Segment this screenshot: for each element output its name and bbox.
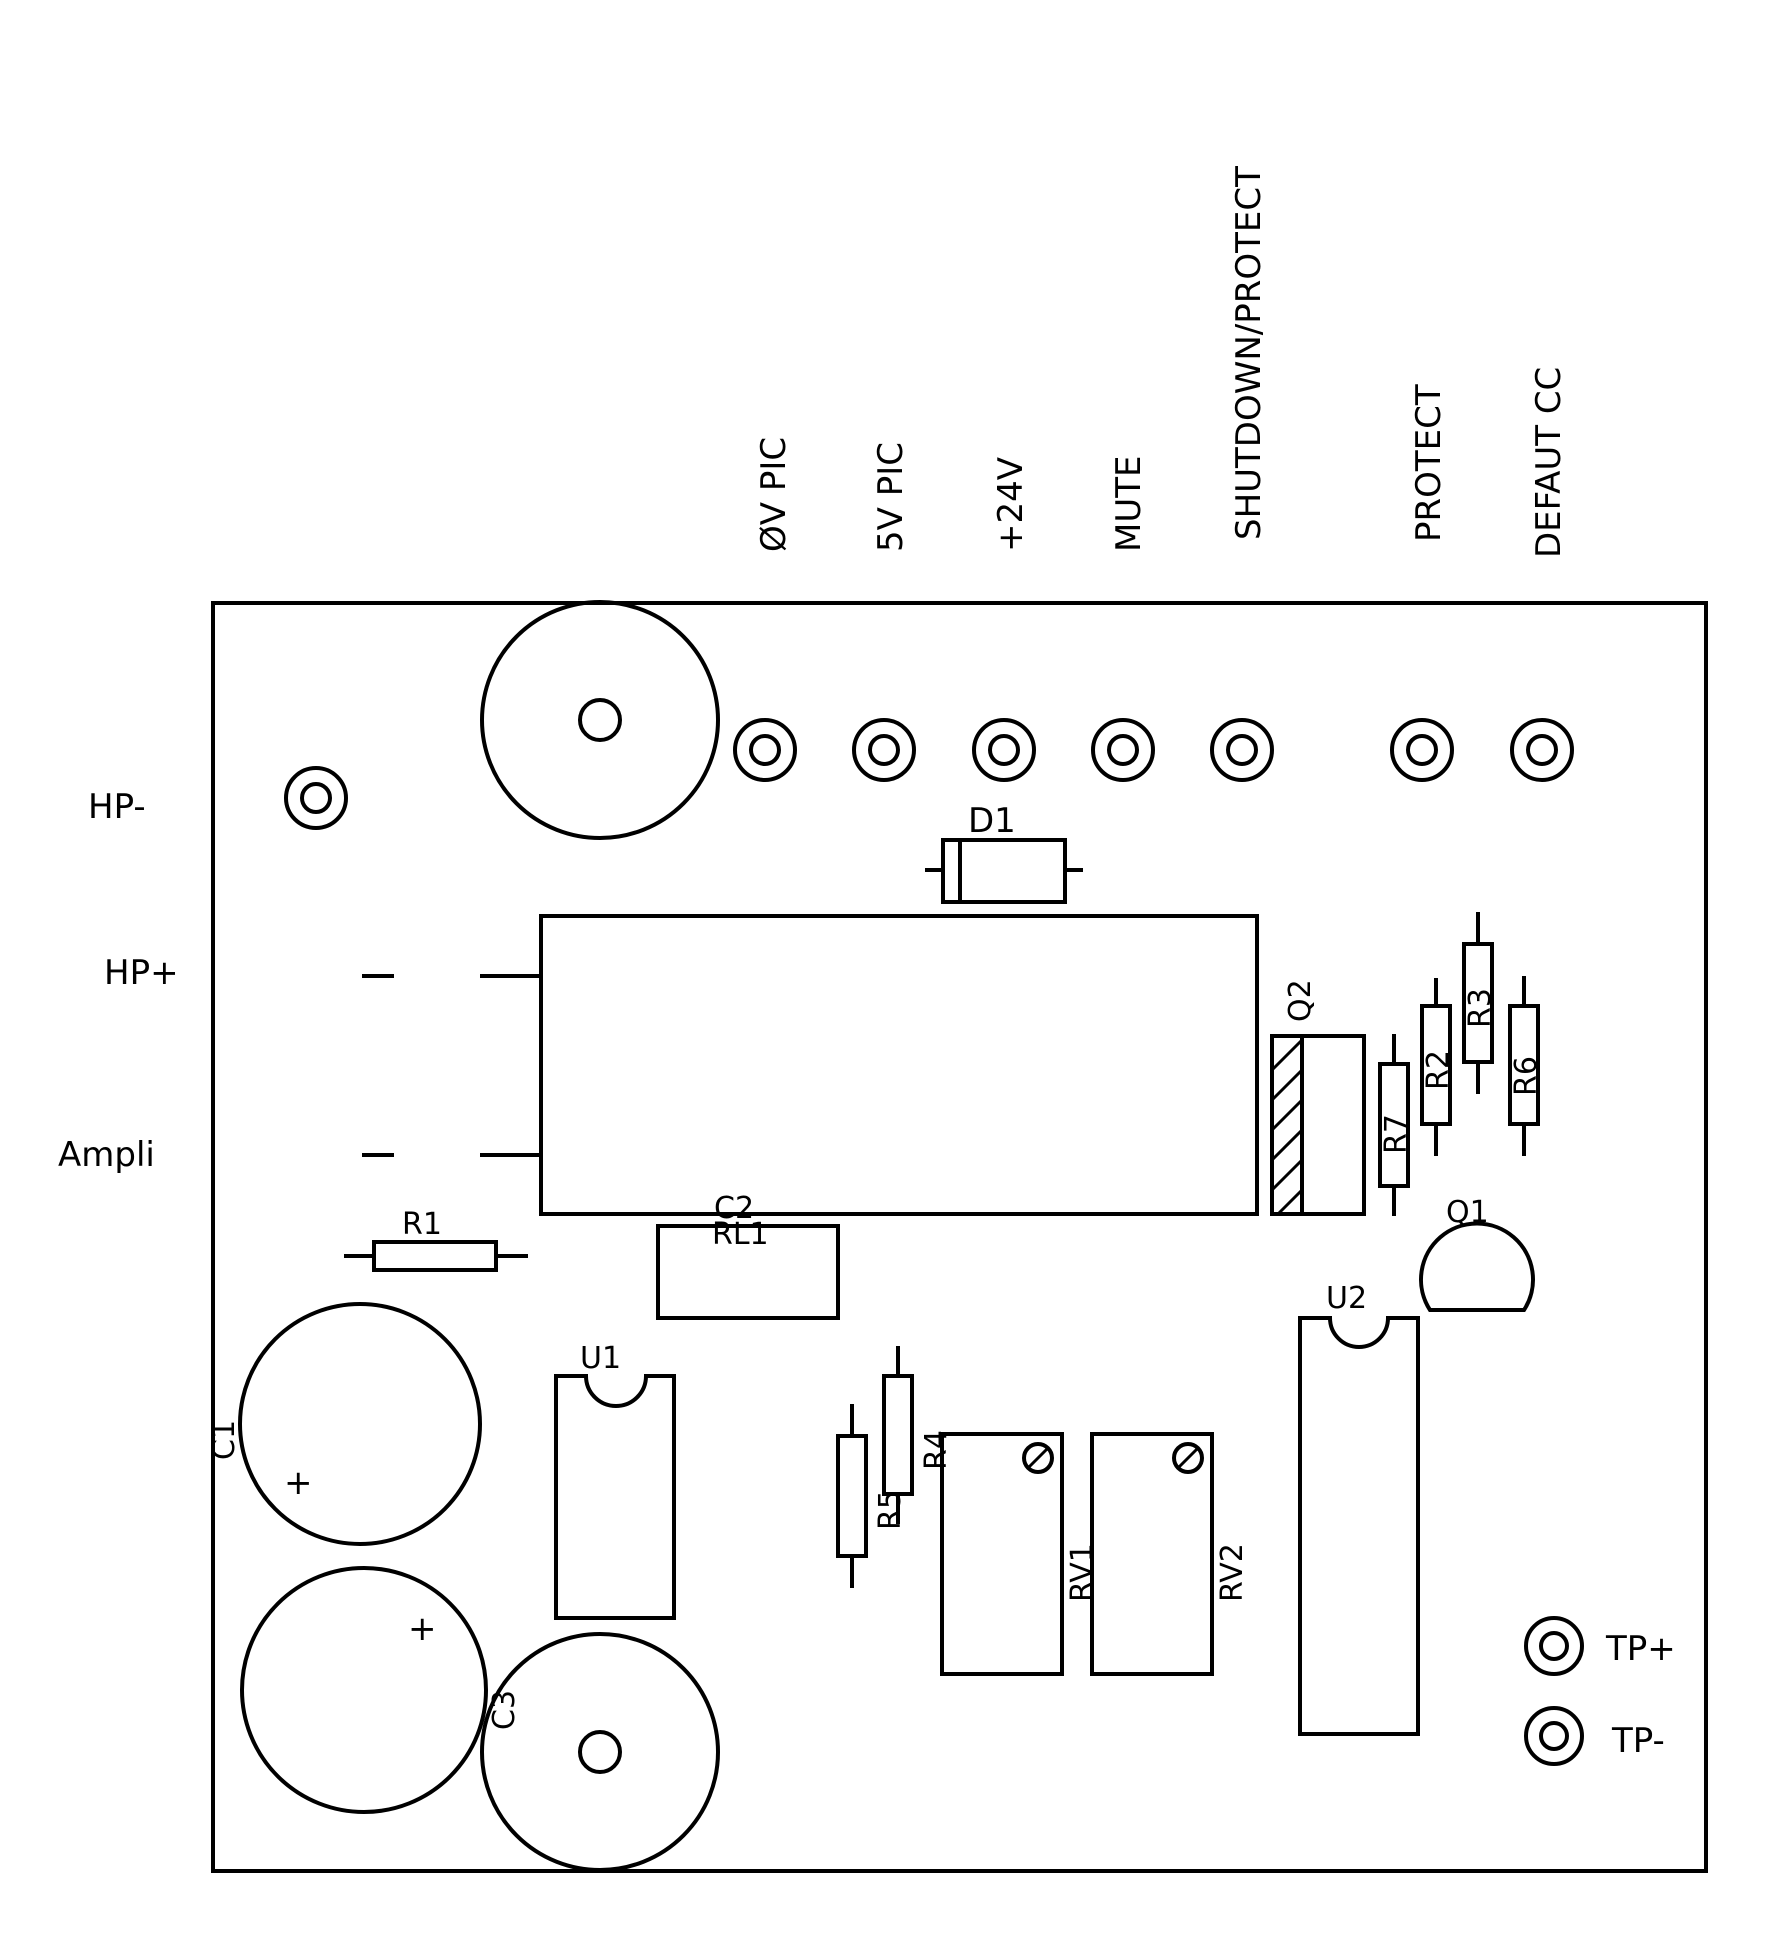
- designator-r4: R4: [919, 1430, 954, 1470]
- capacitor-c2: [656, 1224, 840, 1320]
- label-ampli: Ampli: [58, 1135, 155, 1175]
- label-mute: MUTE: [1109, 456, 1149, 552]
- label-protect: PROTECT: [1409, 384, 1449, 542]
- diode-d1: [925, 838, 1083, 904]
- mounting-hole-bottom: [480, 1632, 720, 1872]
- designator-r3: R3: [1463, 988, 1498, 1028]
- ic-u2: [1298, 1316, 1420, 1736]
- pad-hp-minus: [284, 766, 348, 830]
- label-tp-plus: TP+: [1605, 1629, 1676, 1669]
- pad-24v: [972, 718, 1036, 782]
- label-24v: +24V: [991, 457, 1031, 552]
- designator-u2: U2: [1326, 1281, 1367, 1316]
- trimmer-rv1: [940, 1432, 1064, 1676]
- pad-defaut-cc: [1510, 718, 1574, 782]
- pad-tp-minus: [1524, 1706, 1584, 1766]
- designator-d1: D1: [968, 801, 1016, 841]
- transistor-q2: [1270, 1034, 1366, 1216]
- label-defaut-cc: DEFAUT CC: [1529, 367, 1569, 558]
- pad-0v-pic: [733, 718, 797, 782]
- relay-rl1: [362, 914, 1259, 1216]
- connector-pads: [733, 718, 1574, 782]
- label-5v-pic: 5V PIC: [871, 442, 911, 552]
- transistor-q1: [1419, 1221, 1535, 1312]
- designator-c2: C2: [714, 1191, 754, 1226]
- pad-mute: [1091, 718, 1155, 782]
- mounting-hole-top: [480, 600, 720, 840]
- designator-rv2: RV2: [1215, 1543, 1250, 1602]
- polarity-c1: +: [284, 1463, 313, 1503]
- pad-tp-plus: [1524, 1616, 1584, 1676]
- board-outline: [211, 601, 1708, 1873]
- resistor-r5: [836, 1404, 868, 1588]
- polarity-c3: +: [408, 1609, 437, 1649]
- designator-r1: R1: [402, 1207, 442, 1242]
- resistor-r2: [1420, 978, 1452, 1156]
- resistor-r6: [1508, 976, 1540, 1156]
- designator-r5: R5: [873, 1490, 908, 1530]
- trimmer-rv2: [1090, 1432, 1214, 1676]
- capacitor-c1: [238, 1302, 482, 1546]
- resistor-r1: [344, 1240, 528, 1272]
- pad-5v-pic: [852, 718, 916, 782]
- designator-u1: U1: [580, 1341, 621, 1376]
- designator-rl1: RL1: [712, 1217, 769, 1252]
- designator-q2: Q2: [1283, 979, 1318, 1022]
- designator-r7: R7: [1379, 1114, 1414, 1154]
- pad-protect: [1390, 718, 1454, 782]
- pad-shutdown-protect: [1210, 718, 1274, 782]
- resistor-r7: [1378, 1034, 1410, 1216]
- label-0v-pic: ØV PIC: [754, 437, 794, 552]
- designator-c1: C1: [207, 1420, 242, 1460]
- label-hp-plus: HP+: [104, 953, 179, 993]
- designator-q1: Q1: [1446, 1195, 1489, 1230]
- label-shutdown-protect: SHUTDOWN/PROTECT: [1229, 166, 1269, 540]
- label-hp-minus: HP-: [88, 787, 146, 827]
- ic-u1: [554, 1374, 676, 1620]
- resistor-r3: [1462, 912, 1494, 1094]
- designator-r2: R2: [1421, 1050, 1456, 1090]
- designator-c3: C3: [487, 1690, 522, 1730]
- label-tp-minus: TP-: [1611, 1721, 1665, 1761]
- resistor-r4: [882, 1346, 914, 1524]
- capacitor-c3: [240, 1566, 488, 1814]
- designator-rv1: RV1: [1065, 1543, 1100, 1602]
- designator-r6: R6: [1509, 1056, 1544, 1096]
